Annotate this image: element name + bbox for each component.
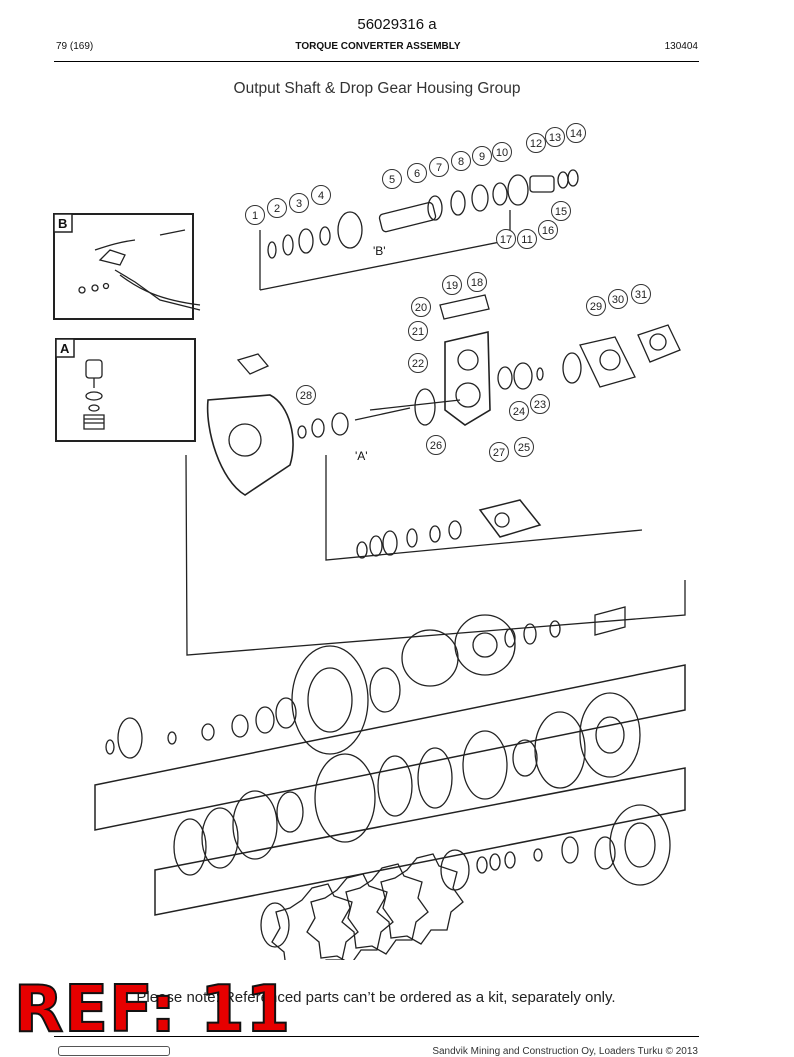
callout-20: 20 (411, 297, 431, 317)
callout-31: 31 (631, 284, 651, 304)
output-shaft-upper (267, 169, 579, 259)
callout-17: 17 (496, 229, 516, 249)
copyright-text: Sandvik Mining and Construction Oy, Load… (432, 1046, 698, 1057)
torque-converter-disc-row (105, 606, 626, 759)
header-divider (54, 61, 699, 62)
callout-2: 2 (267, 198, 287, 218)
callout-15: 15 (551, 201, 571, 221)
inset-box-a (55, 338, 196, 442)
callout-11: 11 (517, 229, 537, 249)
callout-25: 25 (514, 437, 534, 457)
callout-number: 14 (570, 128, 582, 140)
callout-8: 8 (451, 151, 471, 171)
callout-18: 18 (467, 272, 487, 292)
callout-number: 10 (496, 147, 508, 159)
middle-gear-row (356, 499, 542, 559)
callout-number: 20 (415, 302, 427, 314)
callout-3: 3 (289, 193, 309, 213)
callout-number: 21 (412, 326, 424, 338)
callout-number: 12 (530, 138, 542, 150)
drop-gear-housing (369, 294, 582, 426)
converter-housing (206, 353, 411, 496)
callout-number: 13 (549, 132, 561, 144)
callout-28: 28 (296, 385, 316, 405)
callout-5: 5 (382, 169, 402, 189)
footer-divider (54, 1036, 699, 1037)
inset-label-a: A (60, 341, 70, 356)
callout-21: 21 (408, 321, 428, 341)
callout-1: 1 (245, 205, 265, 225)
ordering-note: Please note: Referenced parts can’t be o… (136, 989, 616, 1006)
callout-6: 6 (407, 163, 427, 183)
callout-number: 7 (436, 162, 442, 174)
callout-7: 7 (429, 157, 449, 177)
inset-label-b: B (58, 216, 67, 231)
callout-number: 22 (412, 358, 424, 370)
callout-number: 25 (518, 442, 530, 454)
callout-number: 2 (274, 203, 280, 215)
view-label-a: 'A' (355, 449, 368, 463)
callout-19: 19 (442, 275, 462, 295)
clutch-disc-row (173, 692, 641, 876)
inset-box-b (53, 213, 201, 320)
reference-stamp: REF: 11 (13, 973, 292, 1047)
view-label-b: 'B' (373, 244, 386, 258)
callout-30: 30 (608, 289, 628, 309)
callout-4: 4 (311, 185, 331, 205)
callout-number: 30 (612, 294, 624, 306)
callout-27: 27 (489, 442, 509, 462)
page-reference: 79 (169) (56, 41, 94, 52)
callout-12: 12 (526, 133, 546, 153)
callout-number: 18 (471, 277, 483, 289)
callout-number: 4 (318, 190, 324, 202)
callout-14: 14 (566, 123, 586, 143)
callout-24: 24 (509, 401, 529, 421)
document-code: 130404 (664, 41, 698, 52)
callout-number: 11 (521, 234, 532, 246)
callout-22: 22 (408, 353, 428, 373)
callout-number: 16 (542, 225, 554, 237)
callout-number: 5 (389, 174, 395, 186)
callout-number: 8 (458, 156, 464, 168)
callout-number: 17 (500, 234, 512, 246)
callout-number: 26 (430, 440, 442, 452)
callout-number: 1 (252, 210, 258, 222)
callout-number: 3 (296, 198, 302, 210)
callout-10: 10 (492, 142, 512, 162)
callout-29: 29 (586, 296, 606, 316)
callout-number: 9 (479, 151, 485, 163)
callout-16: 16 (538, 220, 558, 240)
callout-number: 28 (300, 390, 312, 402)
callout-number: 27 (493, 447, 505, 459)
callout-number: 23 (534, 399, 546, 411)
document-number: 56029316 a (357, 16, 437, 33)
callout-23: 23 (530, 394, 550, 414)
callout-13: 13 (545, 127, 565, 147)
callout-number: 24 (513, 406, 525, 418)
friction-plates (271, 853, 464, 960)
callout-number: 31 (635, 289, 647, 301)
callout-number: 19 (446, 280, 458, 292)
exploded-parts-diagram: B A 'B' 'A' 1234567891011121314151617181… (53, 123, 686, 960)
section-title: TORQUE CONVERTER ASSEMBLY (295, 41, 461, 52)
callout-number: 15 (555, 206, 567, 218)
callout-9: 9 (472, 146, 492, 166)
figure-title: Output Shaft & Drop Gear Housing Group (233, 80, 521, 97)
callout-26: 26 (426, 435, 446, 455)
callout-number: 6 (414, 168, 420, 180)
output-cover-plate (579, 324, 681, 388)
callout-number: 29 (590, 301, 602, 313)
sandvik-logo (58, 1046, 170, 1056)
